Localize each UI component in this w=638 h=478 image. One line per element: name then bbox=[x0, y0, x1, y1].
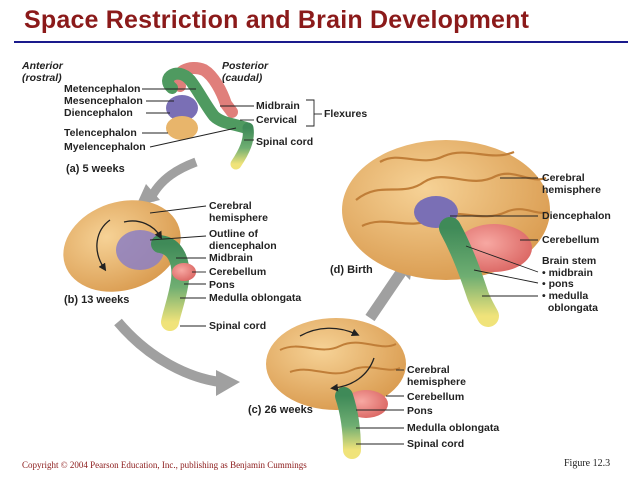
label-outline-diencephalon: Outline of diencephalon bbox=[209, 228, 277, 252]
stage-d-leaders bbox=[450, 177, 539, 297]
label-cerebral-hemisphere-c: Cerebral hemisphere bbox=[407, 364, 466, 388]
copyright-footer: Copyright © 2004 Pearson Education, Inc.… bbox=[22, 460, 307, 470]
stage-c-leaders bbox=[356, 369, 404, 445]
caption-13-weeks: (b) 13 weeks bbox=[64, 294, 130, 306]
arrow-b-to-c bbox=[114, 318, 221, 387]
label-brain-stem-medulla: • medulla oblongata bbox=[542, 290, 598, 314]
label-medulla-c: Medulla oblongata bbox=[407, 422, 500, 434]
label-midbrain-b: Midbrain bbox=[209, 252, 253, 264]
label-brain-stem: Brain stem bbox=[542, 255, 597, 267]
label-brain-stem-midbrain: • midbrain bbox=[542, 267, 593, 279]
arrow-a-to-b-head bbox=[136, 184, 160, 206]
caption-26-weeks: (c) 26 weeks bbox=[248, 404, 313, 416]
label-diencephalon: Diencephalon bbox=[64, 107, 133, 119]
stage-c-brain bbox=[266, 318, 406, 459]
label-metencephalon: Metencephalon bbox=[64, 83, 141, 95]
arrow-a-to-b bbox=[145, 157, 198, 203]
arrow-b-to-c-head bbox=[216, 370, 240, 396]
label-spinal-cord-a: Spinal cord bbox=[256, 136, 314, 148]
label-cerebral-hemisphere-b: Cerebral hemisphere bbox=[209, 200, 268, 224]
label-cerebral-hemisphere-d: Cerebral hemisphere bbox=[542, 172, 601, 196]
arrow-c-to-d bbox=[365, 264, 409, 322]
label-medulla-b: Medulla oblongata bbox=[209, 292, 302, 304]
label-midbrain-a: Midbrain bbox=[256, 100, 300, 112]
label-cerebellum-c: Cerebellum bbox=[407, 391, 465, 403]
label-anterior: Anterior (rostral) bbox=[22, 60, 63, 84]
label-pons-b: Pons bbox=[209, 279, 235, 291]
stage-d-brain bbox=[342, 140, 550, 327]
stage-a-embryo bbox=[162, 62, 254, 170]
label-flexures: Flexures bbox=[324, 108, 368, 120]
caption-birth: (d) Birth bbox=[330, 264, 373, 276]
label-posterior: Posterior (caudal) bbox=[222, 60, 269, 84]
label-cerebellum-b: Cerebellum bbox=[209, 266, 267, 278]
label-myelencephalon: Myelencephalon bbox=[64, 141, 146, 153]
caption-5-weeks: (a) 5 weeks bbox=[66, 163, 125, 175]
label-diencephalon-d: Diencephalon bbox=[542, 210, 611, 222]
label-telencephalon: Telencephalon bbox=[64, 127, 137, 139]
label-spinal-cord-c: Spinal cord bbox=[407, 438, 465, 450]
label-cerebellum-d: Cerebellum bbox=[542, 234, 600, 246]
stage-a-leaders bbox=[142, 88, 322, 148]
label-spinal-cord-b: Spinal cord bbox=[209, 320, 267, 332]
label-mesencephalon: Mesencephalon bbox=[64, 95, 143, 107]
figure-number: Figure 12.3 bbox=[564, 458, 611, 469]
stage-b-leaders bbox=[149, 205, 207, 327]
title-underline bbox=[14, 41, 628, 43]
stage-b-brain bbox=[63, 200, 196, 331]
label-pons-c: Pons bbox=[407, 405, 433, 417]
label-brain-stem-pons: • pons bbox=[542, 278, 574, 290]
page-title: Space Restriction and Brain Development bbox=[24, 6, 530, 34]
label-cervical: Cervical bbox=[256, 114, 297, 126]
